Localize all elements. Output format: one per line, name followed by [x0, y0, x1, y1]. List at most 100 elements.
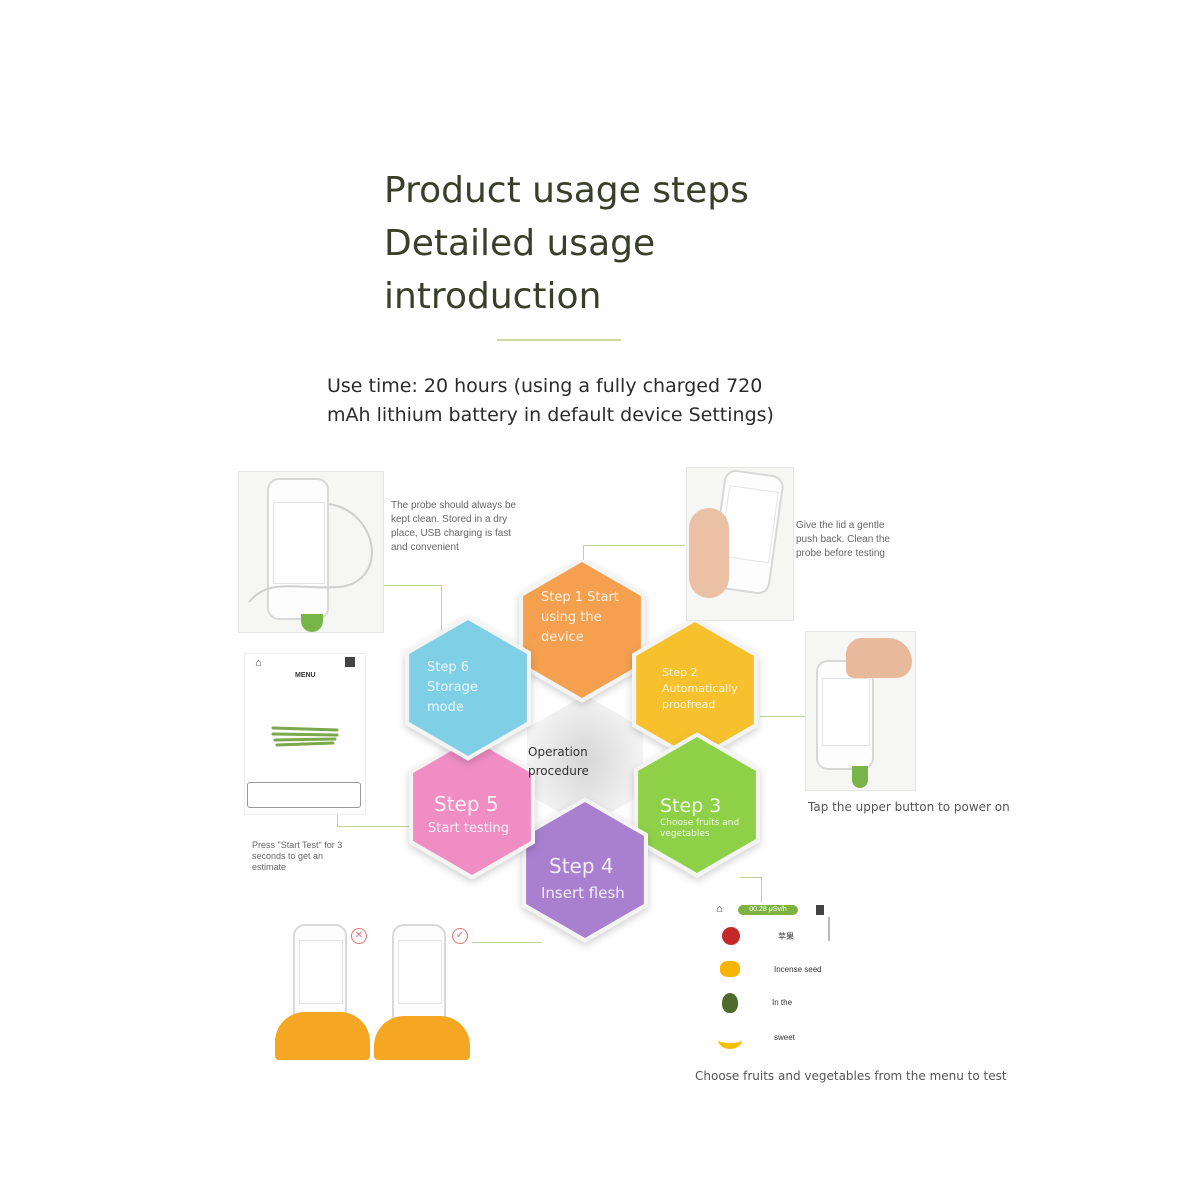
- note-line: push back. Clean the: [796, 534, 890, 545]
- device-screen: [398, 940, 442, 1004]
- orange-flesh: [275, 1012, 370, 1060]
- home-icon: ⌂: [716, 903, 723, 915]
- center-hex: [527, 695, 643, 827]
- connector-line: [760, 716, 805, 717]
- step-1-desc-1: using the: [541, 610, 602, 625]
- title-line-1: Product usage steps: [384, 170, 749, 211]
- step-3-title: Step 3: [660, 795, 722, 817]
- note-line: probe before testing: [796, 548, 885, 559]
- step-1-label: Step 1 Start using the device: [541, 588, 619, 648]
- usb-cable-icon: [248, 503, 373, 602]
- start-test-button[interactable]: [247, 782, 361, 808]
- step-6-title: Step 6: [427, 660, 470, 675]
- device-body: [293, 924, 347, 1028]
- start-test-note: Press "Start Test" for 3 seconds to get …: [252, 840, 362, 873]
- step-6-label: Step 6 Storage mode: [427, 658, 478, 718]
- avocado-icon: [722, 993, 738, 1013]
- step-2-desc-1: Automatically: [662, 682, 738, 695]
- device-screen: [822, 678, 870, 746]
- lid-photo: [686, 467, 794, 621]
- step-2-title: Step 2: [662, 666, 698, 679]
- apple-icon: [722, 927, 740, 945]
- wrong-icon: ✕: [351, 928, 367, 944]
- menu-item-label[interactable]: 苹果: [778, 932, 794, 941]
- step-5-title: Step 5: [434, 792, 499, 816]
- power-on-note: Tap the upper button to power on: [808, 800, 1010, 814]
- note-line: and convenient: [391, 542, 459, 553]
- power-on-photo: [805, 631, 916, 791]
- connector-line: [441, 585, 442, 635]
- battery-icon: [816, 905, 824, 915]
- connector-line: [740, 877, 762, 878]
- connector-line: [384, 585, 442, 586]
- device-body: [392, 924, 446, 1028]
- device-probe: [852, 766, 868, 788]
- asparagus-icon: [271, 726, 339, 747]
- use-time-text: Use time: 20 hours (using a fully charge…: [327, 372, 807, 430]
- step-3-desc-2: vegetables: [660, 829, 710, 839]
- step-1-title: Step 1 Start: [541, 590, 619, 605]
- device-screen: [299, 940, 343, 1004]
- use-time-line-2: mAh lithium battery in default device Se…: [327, 404, 774, 426]
- use-time-line-1: Use time: 20 hours (using a fully charge…: [327, 375, 763, 397]
- title-line-2: Detailed usage: [384, 223, 656, 264]
- scrollbar[interactable]: [828, 917, 830, 941]
- probe-clean-note: The probe should always be kept clean. S…: [391, 499, 521, 555]
- hand-shape: [689, 508, 729, 598]
- connector-line: [583, 545, 584, 570]
- center-label-line-2: procedure: [528, 764, 589, 778]
- insert-right-photo: ✓: [372, 920, 472, 1060]
- note-line: place, USB charging is fast: [391, 528, 512, 539]
- connector-line: [337, 826, 409, 827]
- menu-item-label[interactable]: Incense seed: [774, 965, 822, 974]
- note-line: Give the lid a gentle: [796, 520, 885, 531]
- step-4-desc: Insert flesh: [541, 884, 625, 902]
- note-line: Press "Start Test" for 3: [252, 840, 343, 850]
- menu-item-label[interactable]: sweet: [774, 1033, 795, 1042]
- orange-flesh: [374, 1016, 470, 1060]
- banana-icon: [718, 1031, 742, 1049]
- battery-icon: [345, 657, 355, 667]
- orange-icon: [720, 961, 740, 977]
- menu-item-label[interactable]: In the: [772, 998, 793, 1007]
- insert-wrong-photo: ✕: [275, 920, 370, 1060]
- step-4-hex: [526, 802, 644, 938]
- lid-note: Give the lid a gentle push back. Clean t…: [796, 519, 906, 561]
- title-divider: [497, 339, 621, 341]
- center-label: Operation procedure: [528, 743, 589, 781]
- step-5-desc: Start testing: [428, 821, 509, 836]
- device-probe: [301, 614, 323, 632]
- step-4-label: Step 4 Insert flesh: [541, 852, 625, 906]
- step-6-desc-2: mode: [427, 700, 464, 715]
- note-line: seconds to get an: [252, 851, 324, 861]
- center-label-line-1: Operation: [528, 745, 588, 759]
- step-4-title: Step 4: [549, 854, 614, 878]
- finger-shape: [846, 638, 912, 678]
- step-5-label: Step 5 Start testing: [428, 790, 509, 840]
- device-screen: [273, 502, 325, 584]
- connector-line: [470, 942, 542, 943]
- title-line-3: introduction: [384, 276, 602, 317]
- step-1-desc-2: device: [541, 630, 584, 645]
- menu-screen: ⌂ 00.28 μSv/h 苹果 Incense seed In the swe…: [712, 903, 830, 1063]
- storage-screen: ⌂ MENU: [244, 653, 366, 815]
- storage-screen-label: MENU: [295, 672, 316, 679]
- device-body: [816, 660, 874, 770]
- step-6-desc-1: Storage: [427, 680, 478, 695]
- connector-line: [761, 877, 762, 905]
- connector-line: [337, 810, 338, 827]
- home-icon: ⌂: [255, 657, 262, 669]
- note-line: estimate: [252, 862, 287, 872]
- step-2-hex: [636, 622, 754, 758]
- step-3-hex: [638, 737, 756, 873]
- step-2-label: Step 2 Automatically proofread: [662, 665, 738, 713]
- device-cable-photo: [238, 471, 384, 633]
- device-body: [267, 478, 329, 620]
- step-3-desc-1: Choose fruits and: [660, 818, 740, 828]
- page-title: Product usage steps Detailed usage intro…: [384, 164, 749, 323]
- hex-diagram: [405, 560, 760, 943]
- step-1-hex: [523, 562, 641, 698]
- note-line: The probe should always be: [391, 500, 517, 511]
- correct-icon: ✓: [452, 928, 468, 944]
- reading-badge: 00.28 μSv/h: [738, 905, 798, 915]
